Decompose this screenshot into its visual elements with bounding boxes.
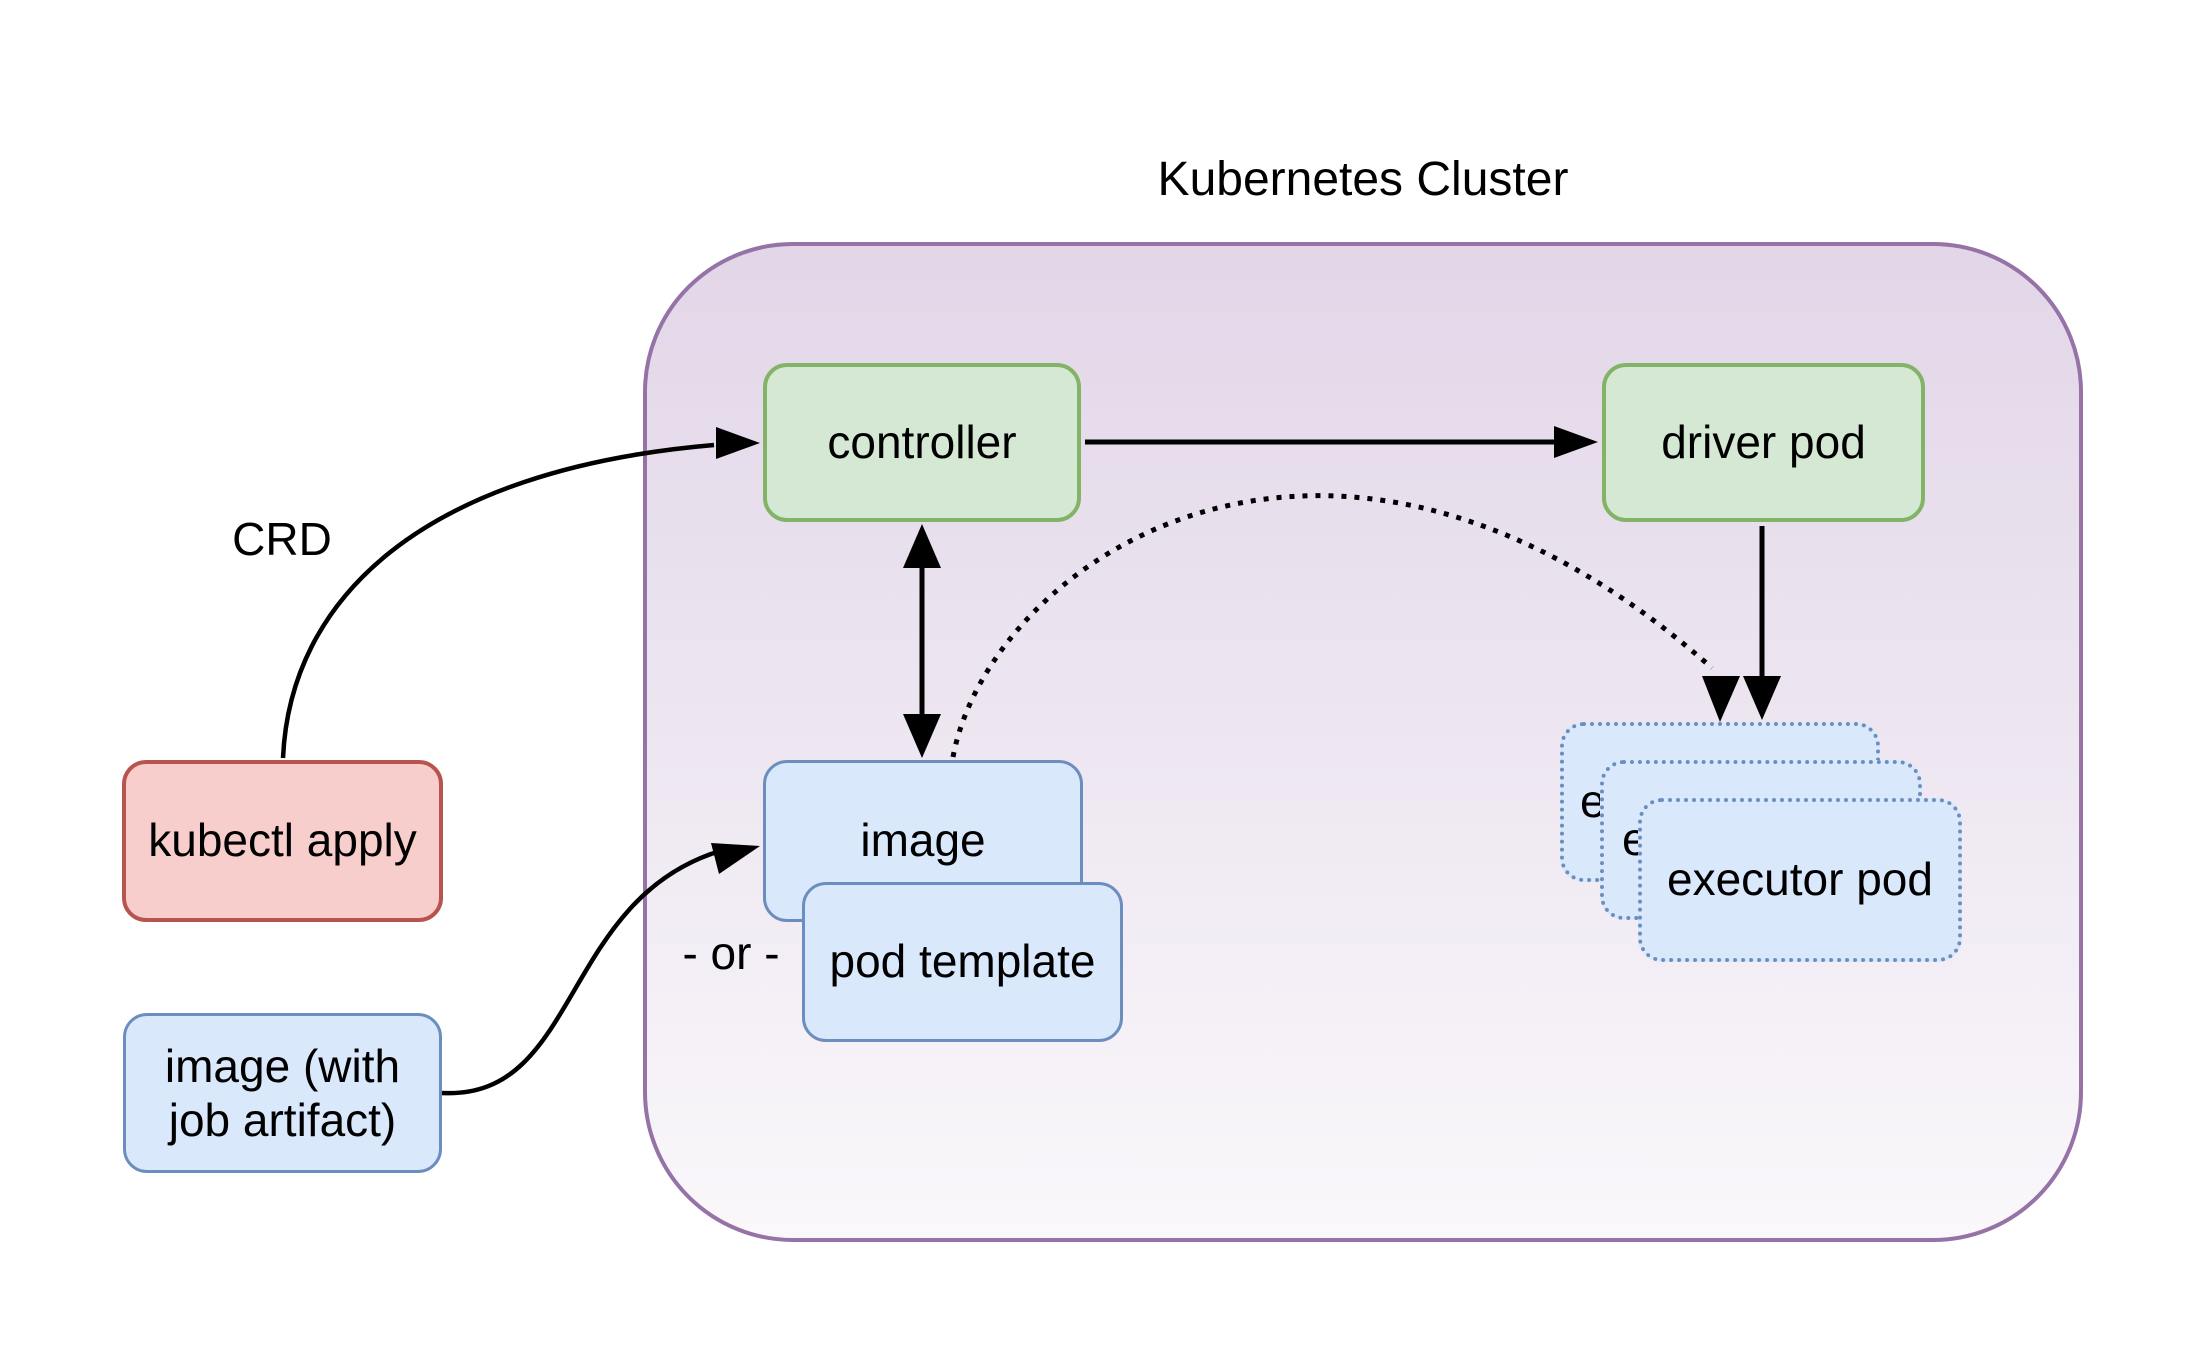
node-driver-pod: driver pod [1602,363,1925,522]
label-or: - or - [682,927,780,979]
controller-driver-arrow [1085,426,1598,458]
image-executor-dotted-arrow [950,493,1740,758]
controller-image-arrow [903,524,941,758]
node-image-with-job-artifact: image (with job artifact) [123,1013,442,1173]
node-controller: controller [763,363,1081,522]
cluster-title: Kubernetes Cluster [1157,153,1569,206]
label-crd: CRD [232,513,332,565]
artifact-image-arrow [441,843,760,1096]
driver-executor-arrow [1743,526,1781,720]
image-with-job-artifact-line1: image (with [164,1039,401,1092]
node-pod-template: pod template [802,882,1123,1042]
crd-arrow [280,427,760,759]
node-kubectl-apply: kubectl apply [122,760,443,922]
node-executor-pod-front: executor pod [1638,798,1962,962]
image-with-job-artifact-line2: job artifact) [168,1094,397,1146]
